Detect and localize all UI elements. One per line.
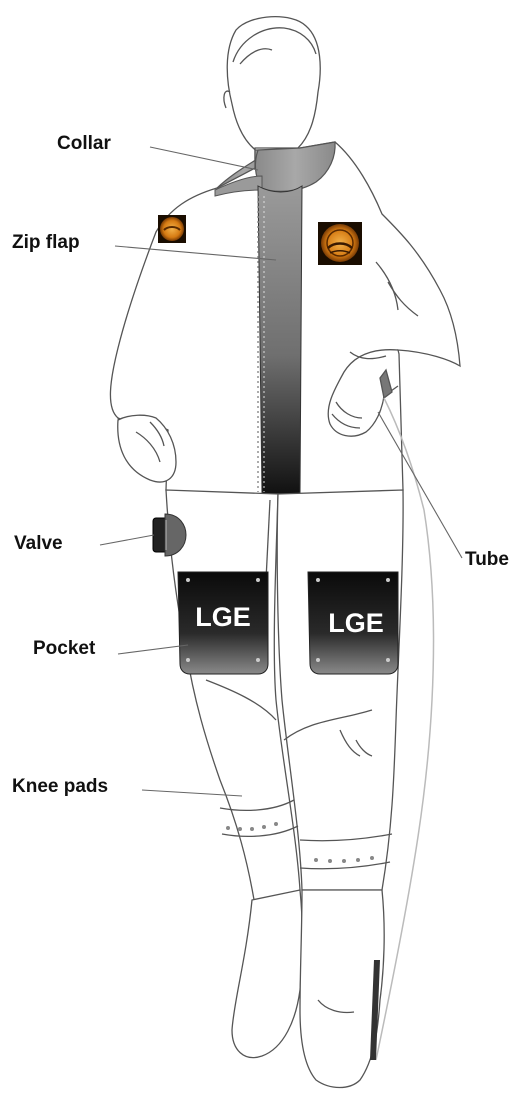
valve-leader (100, 535, 154, 545)
pocket-right-text: LGE (328, 608, 384, 638)
pocket-left: LGE (178, 572, 268, 674)
collar-leader (150, 147, 258, 170)
knee-pads-label: Knee pads (12, 776, 108, 798)
head (224, 17, 320, 157)
pocket-label: Pocket (33, 638, 95, 660)
zip-flap-label: Zip flap (12, 232, 80, 254)
collar-label: Collar (57, 133, 111, 155)
pocket-left-text: LGE (195, 602, 251, 632)
shoulder-badge (158, 215, 186, 243)
pocket-right: LGE (308, 572, 398, 674)
zip-flap (258, 186, 302, 494)
chest-badge (318, 222, 362, 265)
pocket-leader (118, 645, 188, 654)
tube-label: Tube (465, 549, 509, 571)
valve-label: Valve (14, 533, 63, 555)
